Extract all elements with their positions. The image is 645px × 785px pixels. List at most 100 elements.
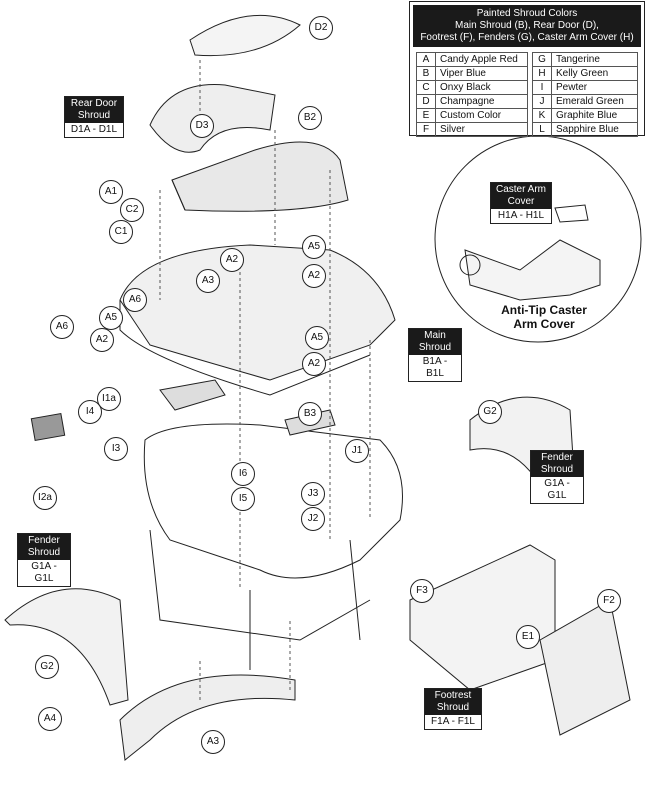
label-code: F1A - F1L: [431, 716, 475, 727]
callout-j3: J3: [301, 482, 325, 506]
color-table-subtitle: Footrest (F), Fenders (G), Caster Arm Co…: [420, 32, 634, 43]
color-name: Champagne: [435, 94, 528, 109]
inset-title-line: Anti-Tip Caster: [501, 303, 587, 317]
callout-b2: B2: [298, 106, 322, 130]
label-code: D1A - D1L: [70, 124, 118, 135]
callout-i5: I5: [231, 487, 255, 511]
callout-e1: E1: [516, 625, 540, 649]
color-table-title: Painted Shroud Colors: [476, 8, 578, 19]
caster-arm-drawing: [459, 204, 601, 301]
callout-a5: A5: [305, 326, 329, 350]
callout-j2: J2: [301, 507, 325, 531]
label-name: Shroud: [27, 547, 61, 558]
label-name: Fender: [28, 535, 60, 546]
rear-door-cap-d2: [189, 14, 301, 57]
callout-i3: I3: [104, 437, 128, 461]
footrest-shroud: [409, 544, 631, 736]
color-code: H: [532, 66, 552, 81]
callout-a2: A2: [220, 248, 244, 272]
color-name: Tangerine: [551, 52, 638, 67]
label-name: Shroud: [436, 702, 470, 713]
callout-f3: F3: [410, 579, 434, 603]
label-name: Caster Arm: [495, 184, 546, 195]
color-code: B: [416, 66, 436, 81]
frame: [143, 423, 403, 670]
callout-i6: I6: [231, 462, 255, 486]
main-shroud: [119, 244, 396, 396]
callout-c1: C1: [109, 220, 133, 244]
callout-a3: A3: [201, 730, 225, 754]
label-name: Rear Door: [70, 98, 118, 109]
color-code: F: [416, 122, 436, 137]
callout-i4: I4: [78, 400, 102, 424]
callout-a2: A2: [302, 264, 326, 288]
label-name: Shroud: [77, 110, 111, 121]
color-name: Graphite Blue: [551, 108, 638, 123]
front-shroud-a4: [119, 674, 296, 761]
color-table-header: Painted Shroud Colors Main Shroud (B), R…: [413, 5, 641, 47]
callout-a6: A6: [50, 315, 74, 339]
callout-a5: A5: [99, 306, 123, 330]
color-name: Emerald Green: [551, 94, 638, 109]
callout-d2: D2: [309, 16, 333, 40]
color-name: Custom Color: [435, 108, 528, 123]
color-code: I: [532, 80, 552, 95]
callout-j1: J1: [345, 439, 369, 463]
color-table-subtitle: Main Shroud (B), Rear Door (D),: [455, 20, 599, 31]
callout-g2: G2: [35, 655, 59, 679]
callout-a3: A3: [196, 269, 220, 293]
color-code: D: [416, 94, 436, 109]
inset-title-line: Arm Cover: [513, 317, 575, 331]
color-code: J: [532, 94, 552, 109]
callout-a2: A2: [302, 352, 326, 376]
color-name: Silver: [435, 122, 528, 137]
seat-pan-b2: [171, 141, 349, 212]
color-name: Viper Blue: [435, 66, 528, 81]
color-code: E: [416, 108, 436, 123]
color-code: K: [532, 108, 552, 123]
color-name: Onxy Black: [435, 80, 528, 95]
callout-a4: A4: [38, 707, 62, 731]
label-code: B1A - B1L: [422, 356, 448, 379]
painted-shroud-colors-table: Painted Shroud Colors Main Shroud (B), R…: [409, 1, 645, 137]
callout-a2: A2: [90, 328, 114, 352]
callout-g2: G2: [478, 400, 502, 424]
label-code: G1A - G1L: [31, 561, 57, 584]
color-code: C: [416, 80, 436, 95]
color-name: Candy Apple Red: [435, 52, 528, 67]
callout-b3: B3: [298, 402, 322, 426]
color-code: L: [532, 122, 552, 137]
callout-i2a: I2a: [33, 486, 57, 510]
rear-door-shroud: [149, 84, 276, 153]
label-name: Shroud: [540, 464, 574, 475]
color-code: G: [532, 52, 552, 67]
callout-a1: A1: [99, 180, 123, 204]
label-name: Footrest: [434, 690, 472, 701]
label-name: Cover: [507, 196, 535, 207]
callout-a5: A5: [302, 235, 326, 259]
callout-f2: F2: [597, 589, 621, 613]
callout-d3: D3: [190, 114, 214, 138]
callout-a6: A6: [123, 288, 147, 312]
label-name: Main: [424, 330, 446, 341]
